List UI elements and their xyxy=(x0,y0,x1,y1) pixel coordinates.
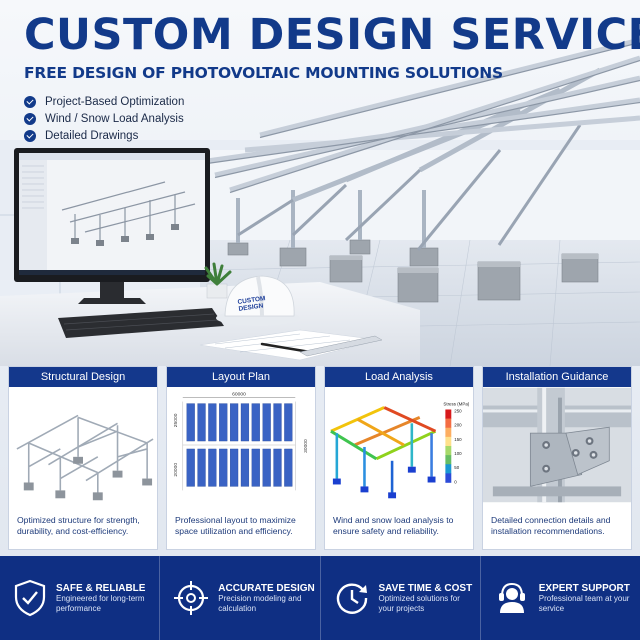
legend-tick-label: 100 xyxy=(454,451,462,456)
card-layout-plan: Layout Plan 60000 25000 20000 30000 Prof… xyxy=(166,366,316,550)
feature-band: SAFE & RELIABLE Engineered for long-term… xyxy=(0,556,640,640)
ruler xyxy=(299,335,383,357)
solar-panel-row xyxy=(251,403,260,442)
card-title: Installation Guidance xyxy=(483,367,631,387)
legend-color-segment xyxy=(445,445,452,456)
card-description: Wind and snow load analysis to ensure sa… xyxy=(333,515,454,536)
check-circle-icon xyxy=(24,112,36,125)
feature-description: Optimized solutions for your projects xyxy=(378,593,460,613)
solar-panel-row xyxy=(240,403,250,442)
feature-title: EXPERT SUPPORT xyxy=(538,582,630,594)
layout-drawing: 60000 25000 20000 30000 xyxy=(173,392,309,491)
card-description: Professional layout to maximize space ut… xyxy=(175,515,296,536)
solar-panel-row xyxy=(284,403,293,442)
crosshair-icon xyxy=(174,581,209,615)
mounting-structure xyxy=(199,37,640,303)
legend-color-segment xyxy=(445,455,452,465)
legend-tick-label: 0 xyxy=(454,479,457,484)
stress-analysis-render: Stress (MPa) 250 200 150 100 50 0 xyxy=(330,402,470,499)
clock-icon xyxy=(336,583,367,614)
legend-tick-label: 200 xyxy=(454,423,462,428)
legend-color-segment xyxy=(445,427,452,438)
legend-tick-label: 150 xyxy=(454,437,462,442)
feature-bullets: Project-Based Optimization Wind / Snow L… xyxy=(24,93,184,144)
feature-title: SAVE TIME & COST xyxy=(378,582,473,594)
feature-safe-reliable: SAFE & RELIABLE Engineered for long-term… xyxy=(0,556,161,640)
structure-render xyxy=(16,414,154,501)
solar-panel-row xyxy=(219,448,228,487)
dimension-right: 30000 xyxy=(303,439,309,453)
legend-title: Stress (MPa) xyxy=(443,402,469,407)
solar-panel-row xyxy=(229,403,239,442)
solar-panel-row xyxy=(273,448,282,487)
legend-tick-label: 50 xyxy=(454,465,459,470)
page-subtitle: FREE DESIGN OF PHOTOVOLTAIC MOUNTING SOL… xyxy=(24,64,503,82)
solar-panel-row xyxy=(197,448,206,487)
bullet-item: Detailed Drawings xyxy=(24,127,184,144)
card-description: Detailed connection details and installa… xyxy=(491,515,611,536)
solar-panel-row xyxy=(208,403,217,442)
solar-panel-row xyxy=(219,403,228,442)
card-title: Layout Plan xyxy=(167,367,315,387)
bullet-item: Wind / Snow Load Analysis xyxy=(24,110,184,127)
shield-check-icon xyxy=(14,579,46,617)
card-installation-guidance: Installation Guidance xyxy=(482,366,632,550)
legend-color-segment xyxy=(445,409,452,419)
feature-description: Professional team at your service xyxy=(538,593,630,613)
solar-panel-row xyxy=(197,403,206,442)
check-circle-icon xyxy=(24,95,36,108)
solar-panel-row xyxy=(284,448,293,487)
legend-tick-label: 250 xyxy=(454,408,462,413)
dimension-left-top: 25000 xyxy=(173,413,179,427)
headset-icon xyxy=(498,582,525,613)
feature-accurate-design: ACCURATE DESIGN Precision modeling and c… xyxy=(160,556,321,640)
card-load-analysis: Load Analysis xyxy=(324,366,474,550)
legend-color-segment xyxy=(445,464,452,474)
solar-panel-row xyxy=(186,448,195,487)
solar-panel-row xyxy=(229,448,239,487)
plant xyxy=(204,262,232,299)
solar-panel-row xyxy=(262,403,271,442)
feature-save-time-cost: SAVE TIME & COST Optimized solutions for… xyxy=(321,556,481,640)
feature-description: Precision modeling and calculation xyxy=(218,593,302,613)
card-title: Load Analysis xyxy=(325,367,473,387)
solar-panel-row xyxy=(208,448,217,487)
connection-detail-photo xyxy=(483,387,631,503)
check-circle-icon xyxy=(24,129,36,142)
card-structural-design: Structural Design Optim xyxy=(8,366,158,550)
feature-title: ACCURATE DESIGN xyxy=(218,582,315,594)
solar-panel-row xyxy=(186,403,195,442)
solar-panel-row xyxy=(251,448,260,487)
page-title: CUSTOM DESIGN SERVICE xyxy=(24,10,640,60)
card-description: Optimized structure for strength, durabi… xyxy=(17,515,140,536)
feature-description: Engineered for long-term performance xyxy=(56,593,145,613)
dimension-top: 60000 xyxy=(232,392,246,398)
dimension-left-bottom: 20000 xyxy=(173,463,179,477)
solar-panel-row xyxy=(273,403,282,442)
legend-color-segment xyxy=(445,418,452,429)
solar-panel-row xyxy=(240,448,250,487)
keyboard xyxy=(58,308,224,338)
hero-scene xyxy=(0,37,640,366)
legend-color-segment xyxy=(445,436,452,447)
bullet-item: Project-Based Optimization xyxy=(24,93,184,110)
legend-color-segment xyxy=(445,473,452,483)
solar-panel-row xyxy=(262,448,271,487)
feature-title: SAFE & RELIABLE xyxy=(56,582,146,594)
pen xyxy=(260,342,312,354)
service-cards: Structural Design Optim xyxy=(8,366,632,550)
hard-hat xyxy=(216,275,300,326)
card-title: Structural Design xyxy=(9,367,157,387)
feature-expert-support: EXPERT SUPPORT Professional team at your… xyxy=(481,556,640,640)
monitor xyxy=(14,148,210,304)
